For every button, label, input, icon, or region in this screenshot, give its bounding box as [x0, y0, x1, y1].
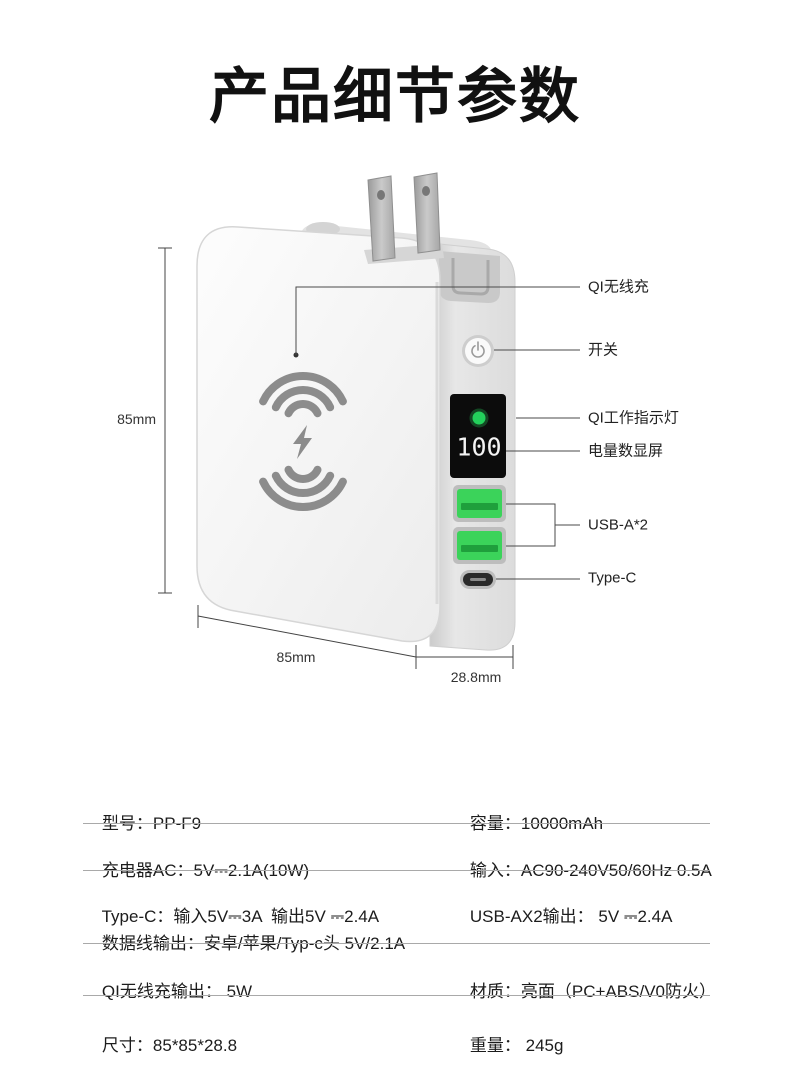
- spec-capacity: 容量：10000mAh: [451, 788, 603, 833]
- callout-line: [295, 286, 580, 355]
- battery-display: 100: [450, 394, 506, 478]
- callout-label-indicator: QI工作指示灯: [588, 410, 679, 427]
- dimension-lines: 85mm 85mm 28.8mm: [117, 247, 514, 685]
- type-c-port-icon: [460, 570, 496, 589]
- callout-label-type-c: Type-C: [588, 570, 637, 587]
- spec-material: 材质：亮面（PC+ABS/V0防火）: [451, 956, 716, 1001]
- usb-a-port-tongue: [461, 503, 498, 510]
- callout-label-display: 电量数显屏: [588, 443, 663, 460]
- spec-label: 材质：: [469, 982, 521, 1001]
- coil-arc-bottom-middle: [271, 471, 335, 497]
- spec-weight: 重量： 245g: [451, 1010, 564, 1055]
- spec-usb-output: USB-AX2输出： 5V ⎓2.4A: [451, 881, 673, 926]
- spec-divider: [83, 823, 710, 824]
- spec-type-c: Type-C：输入5V⎓3A 输出5V ⎓2.4A: [83, 881, 380, 926]
- spec-value: 5W: [221, 982, 253, 1001]
- spec-divider: [83, 943, 710, 944]
- spec-size: 尺寸：85*85*28.8: [83, 1010, 237, 1055]
- usb-a-port-icon: [453, 527, 506, 564]
- spec-value: 85*85*28.8: [152, 1036, 238, 1055]
- page-title: 产品细节参数: [209, 63, 581, 130]
- dimension-line: [197, 615, 417, 658]
- spec-label: 尺寸：: [101, 1036, 153, 1055]
- indicator-light-icon: [472, 411, 486, 425]
- callout-type-c: Type-C: [496, 570, 637, 587]
- callout-display: 电量数显屏: [506, 443, 663, 460]
- type-c-port-tongue: [470, 578, 486, 581]
- callout-label-usb-a: USB-A*2: [588, 517, 648, 534]
- usb-a-port-tongue: [461, 545, 498, 552]
- callout-label-wireless: QI无线充: [588, 279, 649, 296]
- spec-label: USB-AX2输出：: [469, 907, 594, 926]
- spec-label: 重量：: [469, 1036, 521, 1055]
- dimension-height-label: 85mm: [117, 411, 156, 427]
- spec-cable-output: 数据线输出：安卓/苹果/Typ-c头 5V/2.1A: [83, 908, 405, 953]
- spec-label: Type-C：: [101, 907, 174, 926]
- power-bank-body: [196, 222, 516, 651]
- power-icon: [471, 341, 485, 358]
- coil-arc-bottom-outer: [259, 477, 347, 511]
- plug-prong-right: [413, 172, 441, 254]
- plug-prong-left: [367, 175, 396, 262]
- dimension-width-label: 85mm: [277, 649, 316, 665]
- display-screen: [450, 394, 506, 478]
- dimension-depth-label: 28.8mm: [451, 669, 502, 685]
- lightning-icon: [293, 425, 312, 459]
- coil-arc-top-outer: [259, 372, 347, 406]
- coil-arc-bottom-inner: [284, 465, 322, 483]
- callout-switch: 开关: [494, 342, 618, 359]
- front-face: [196, 226, 441, 643]
- spec-divider: [83, 995, 710, 996]
- product-illustration: 100 QI无线充 开关 QI工作指示灯 电量数显屏: [117, 172, 679, 685]
- callout-usb-a: USB-A*2: [506, 503, 648, 547]
- spec-divider: [83, 870, 710, 871]
- coil-arc-top-middle: [271, 386, 335, 412]
- plug-prong-icon: [364, 172, 444, 264]
- power-icon-arc: [471, 345, 485, 358]
- dimension-height: 85mm: [117, 247, 172, 594]
- battery-percentage: 100: [456, 433, 501, 462]
- spec-value: 245g: [520, 1036, 564, 1055]
- spec-value: 5V ⎓2.4A: [593, 907, 673, 926]
- usb-a-port-icon: [453, 485, 506, 522]
- prong-hole: [422, 186, 430, 196]
- power-button: [462, 335, 494, 367]
- callout-wireless: QI无线充: [293, 279, 649, 358]
- callout-label-switch: 开关: [588, 342, 618, 359]
- spec-model: 型号：PP-F9: [83, 788, 201, 833]
- plug-slot: [439, 251, 500, 303]
- wireless-charging-icon: [259, 372, 347, 511]
- dimension-width: 85mm: [197, 605, 417, 669]
- spec-ac-charger: 充电器AC：5V⎓2.1A(10W): [83, 835, 309, 880]
- prong-hole: [377, 190, 385, 200]
- spec-input: 输入：AC90-240V50/60Hz 0.5A: [451, 835, 712, 880]
- coil-arc-top-inner: [284, 400, 322, 418]
- spec-value: 亮面（PC+ABS/V0防火）: [520, 982, 716, 1001]
- callout-indicator: QI工作指示灯: [516, 410, 679, 427]
- callouts: QI无线充 开关 QI工作指示灯 电量数显屏 USB-A*2 Type-C: [293, 279, 679, 587]
- plug-slot-recess: [451, 258, 490, 296]
- spec-wireless-output: QI无线充输出： 5W: [83, 956, 252, 1001]
- dimension-depth: 28.8mm: [416, 645, 514, 685]
- power-button-cap: [465, 338, 491, 364]
- spec-value: 输入5V⎓3A 输出5V ⎓2.4A: [173, 907, 380, 926]
- spec-label: QI无线充输出：: [101, 982, 222, 1001]
